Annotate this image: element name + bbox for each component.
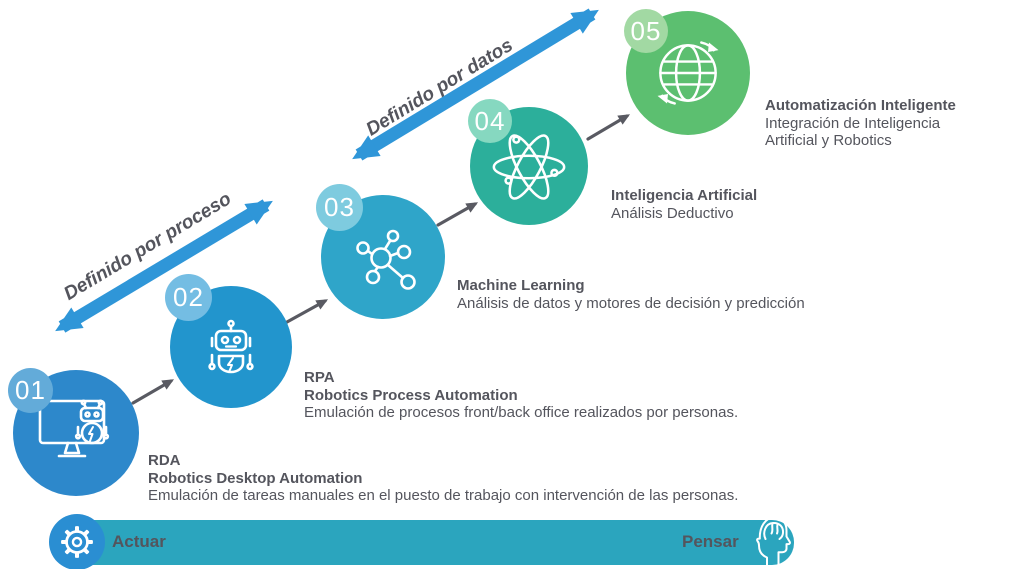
robot-icon bbox=[208, 319, 254, 374]
network-nodes-icon bbox=[356, 229, 416, 290]
step-05-description-line1: Integración de Inteligencia bbox=[765, 114, 941, 132]
step-04-text: Inteligencia Artificial Análisis Deducti… bbox=[611, 187, 757, 222]
step-03-number: 03 bbox=[324, 192, 355, 222]
head-brain-icon bbox=[756, 516, 791, 566]
step-01-text: RDA Robotics Desktop Automation Emulació… bbox=[148, 452, 738, 505]
act-think-spectrum-bar bbox=[58, 520, 794, 565]
step-05-text: Automatización Inteligente Integración d… bbox=[765, 97, 956, 150]
step-02-title: RPA bbox=[304, 369, 335, 386]
step-03-title: Machine Learning bbox=[457, 277, 585, 294]
step-01-description: Emulación de tareas manuales en el puest… bbox=[148, 487, 739, 504]
step-02-subtitle: Robotics Process Automation bbox=[304, 386, 518, 404]
connector-arrow-02-03 bbox=[285, 299, 329, 324]
step-04-title: Inteligencia Artificial bbox=[611, 187, 758, 204]
step-03-badge: 03 bbox=[316, 184, 363, 231]
actuar-label: Actuar bbox=[112, 532, 166, 551]
step-03-text: Machine Learning Análisis de datos y mot… bbox=[457, 277, 805, 312]
pensar-label: Pensar bbox=[682, 532, 739, 551]
globe-icon bbox=[657, 41, 719, 105]
gear-icon bbox=[61, 526, 93, 558]
step-05-title: Automatización Inteligente bbox=[765, 97, 956, 114]
step-02-description: Emulación de procesos front/back office … bbox=[304, 404, 739, 421]
step-05-description-line2: Artificial y Robotics bbox=[765, 132, 892, 149]
step-01-badge: 01 bbox=[8, 368, 53, 413]
step-01-number: 01 bbox=[15, 375, 46, 405]
step-02-number: 02 bbox=[173, 282, 204, 312]
desktop-robot-icon bbox=[38, 399, 110, 458]
step-05-number: 05 bbox=[630, 15, 662, 46]
gear-circle bbox=[49, 514, 105, 569]
connector-arrow-03-04 bbox=[436, 202, 479, 227]
step-01-subtitle: Robotics Desktop Automation bbox=[148, 469, 363, 487]
step-01-title: RDA bbox=[148, 452, 181, 469]
connector-arrow-04-05 bbox=[586, 114, 631, 141]
step-04-number: 04 bbox=[474, 105, 506, 136]
step-03-description: Análisis de datos y motores de decisión … bbox=[457, 294, 805, 312]
step-05-badge: 05 bbox=[624, 9, 668, 53]
step-04-description: Análisis Deductivo bbox=[611, 204, 734, 222]
step-02-text: RPA Robotics Process Automation Emulació… bbox=[304, 369, 738, 422]
connector-arrow-01-02 bbox=[131, 379, 175, 405]
step-02-badge: 02 bbox=[165, 274, 212, 321]
step-04-badge: 04 bbox=[468, 99, 512, 143]
